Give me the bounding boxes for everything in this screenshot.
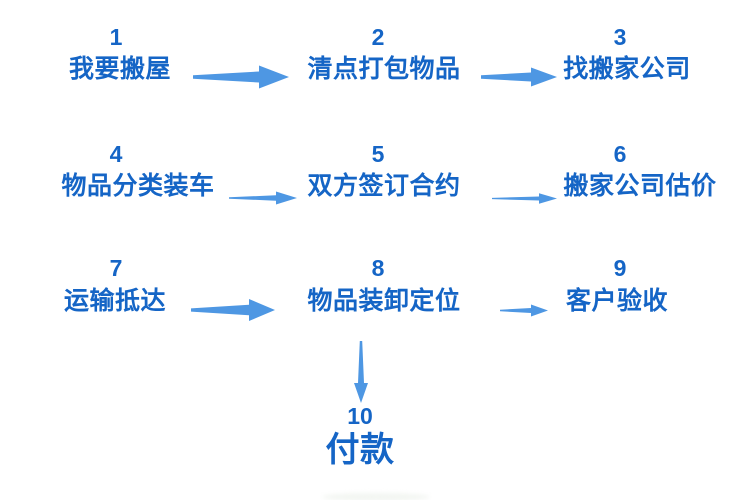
step-8-number: 8 bbox=[371, 255, 385, 281]
step-7-label: 运输抵达 bbox=[63, 287, 166, 315]
step-6-label: 搬家公司估价 bbox=[563, 172, 717, 200]
step-1-number: 1 bbox=[109, 24, 123, 50]
arrow-7-8-icon bbox=[191, 299, 275, 321]
step-9-number: 9 bbox=[613, 255, 627, 281]
step-9-label: 客户验收 bbox=[565, 287, 668, 315]
arrow-8-9-icon bbox=[500, 304, 548, 317]
step-4-number: 4 bbox=[109, 141, 123, 167]
arrow-5-6-icon bbox=[492, 193, 557, 204]
arrow-2-3-icon bbox=[481, 67, 557, 87]
step-5-label: 双方签订合约 bbox=[307, 172, 461, 200]
step-5-number: 5 bbox=[371, 141, 385, 167]
bottom-cropped-artifact bbox=[322, 493, 430, 500]
step-10-label: 付款 bbox=[325, 431, 395, 469]
step-7-number: 7 bbox=[109, 255, 123, 281]
step-2-number: 2 bbox=[371, 24, 385, 50]
step-4-label: 物品分类装车 bbox=[61, 172, 215, 200]
step-1-label: 我要搬屋 bbox=[68, 55, 171, 83]
arrow-8-10-down-icon bbox=[354, 341, 368, 403]
step-6-number: 6 bbox=[613, 141, 627, 167]
step-3-number: 3 bbox=[613, 24, 627, 50]
arrow-1-2-icon bbox=[193, 65, 289, 89]
arrow-4-5-icon bbox=[229, 191, 297, 205]
step-8-label: 物品装卸定位 bbox=[307, 287, 461, 315]
step-3-label: 找搬家公司 bbox=[563, 55, 691, 83]
step-10-number: 10 bbox=[347, 403, 373, 429]
step-2-label: 清点打包物品 bbox=[307, 55, 461, 83]
